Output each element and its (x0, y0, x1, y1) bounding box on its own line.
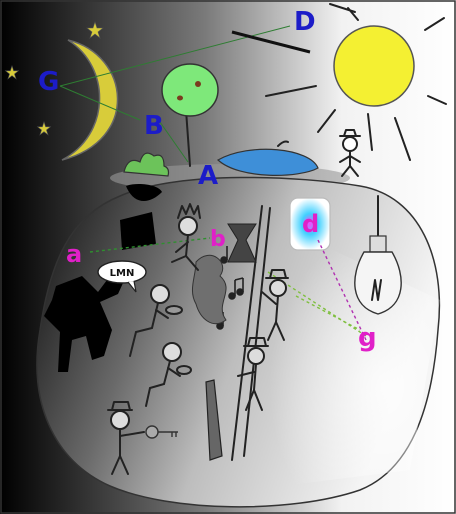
label-D: D (294, 7, 316, 37)
label-d: d (302, 210, 319, 238)
label-g: g (358, 323, 377, 353)
label-a: a (66, 240, 82, 268)
label-G: G (38, 67, 59, 97)
label-A: A (198, 161, 218, 191)
label-b: b (210, 227, 226, 252)
label-B: B (144, 111, 164, 141)
speech-bubble-text: LMN (110, 268, 135, 279)
